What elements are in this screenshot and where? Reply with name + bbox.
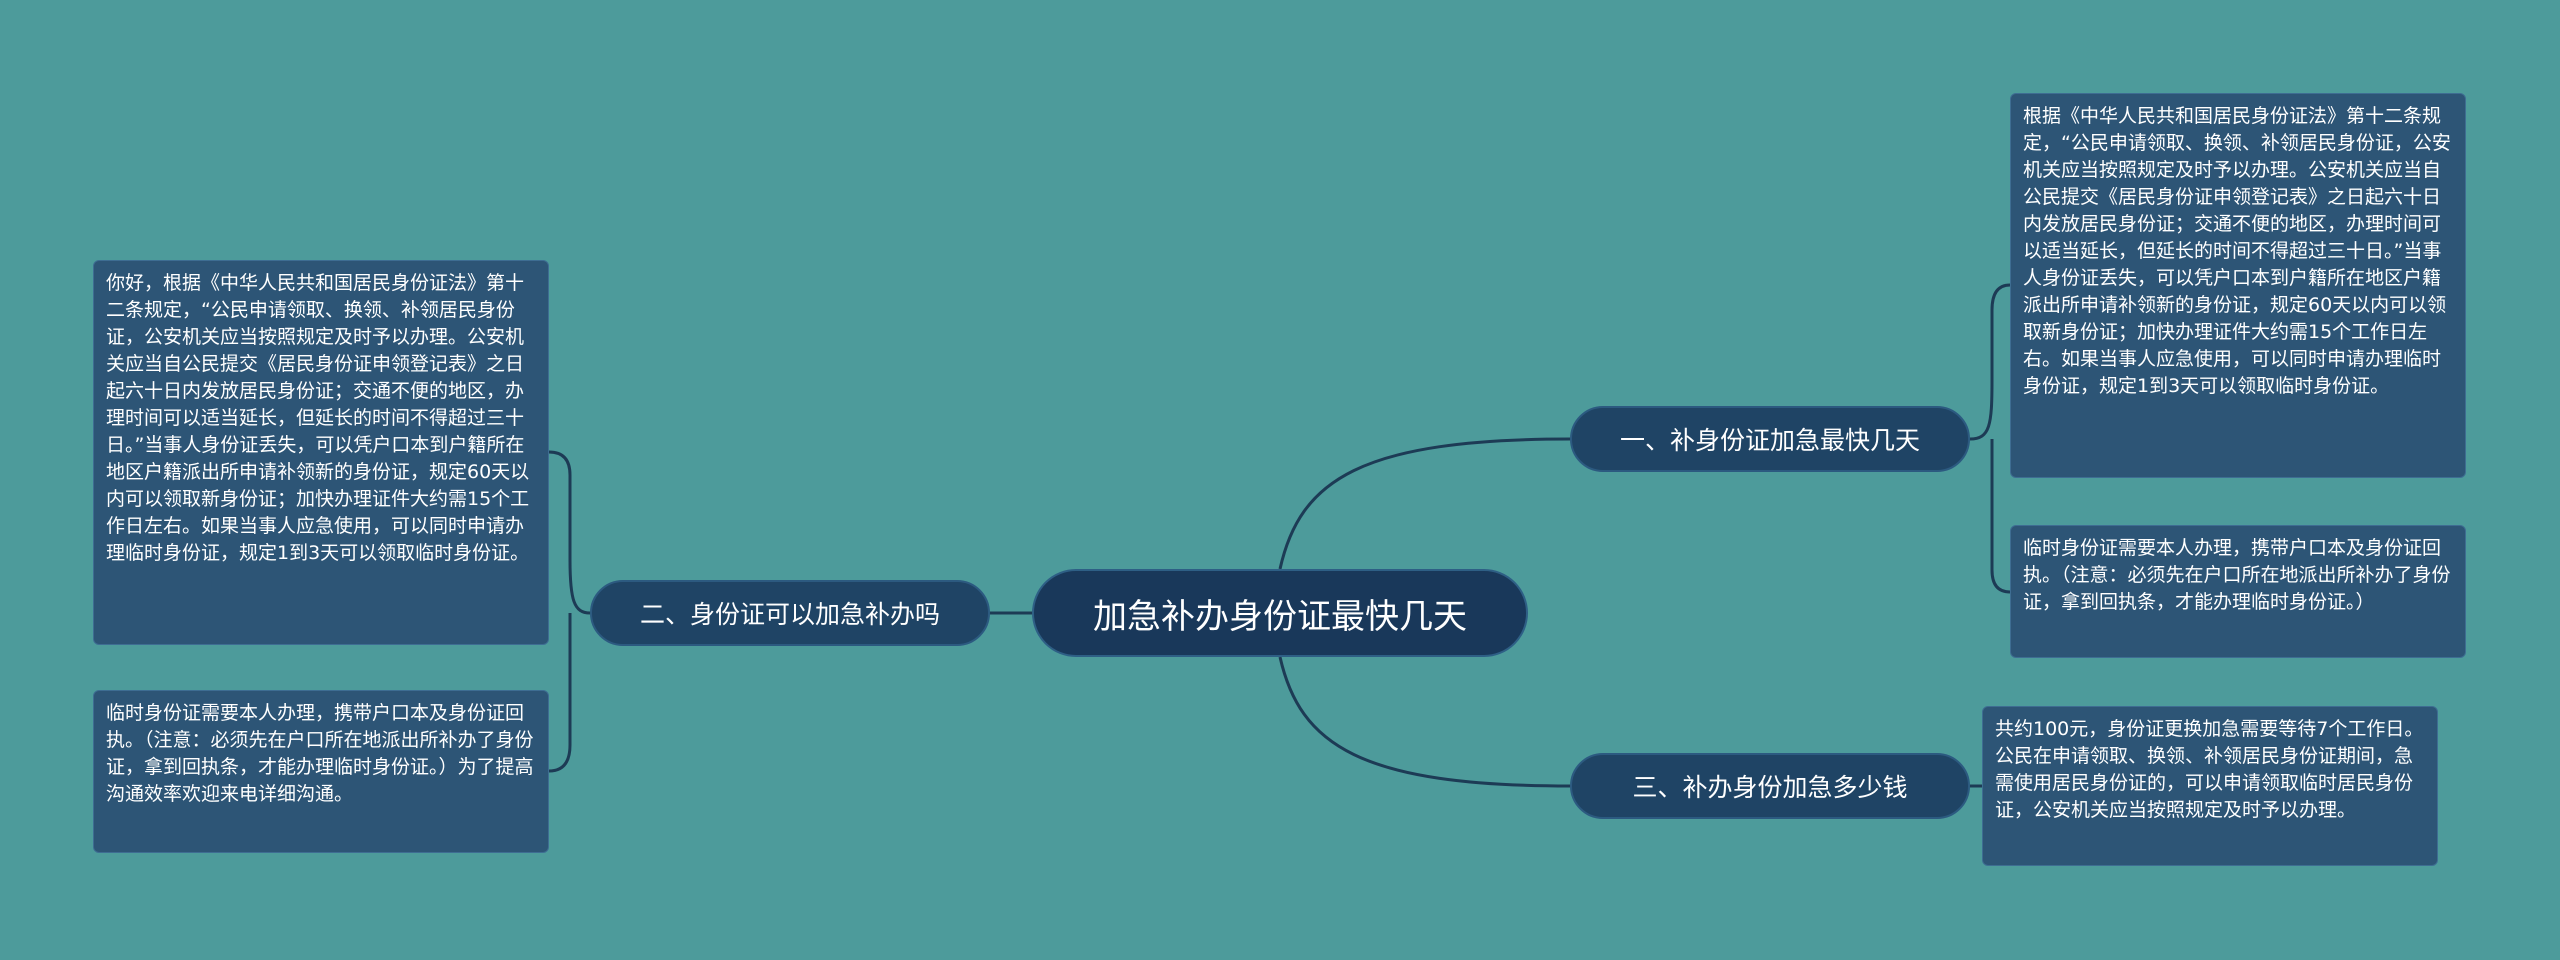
branch-fastest-days[interactable]: 一、补身份证加急最快几天 [1570, 406, 1970, 472]
link-branch2-leaves [548, 450, 591, 773]
link-root-branch3 [1278, 656, 1571, 788]
detail-can-expedite-temporary[interactable]: 临时身份证需要本人办理，携带户口本及身份证回执。（注意：必须先在户口所在地派出所… [93, 690, 549, 853]
detail-expedite-cost[interactable]: 共约100元，身份证更换加急需要等待7个工作日。公民在申请领取、换领、补领居民身… [1982, 706, 2438, 866]
branch-expedite-cost[interactable]: 三、补办身份加急多少钱 [1570, 753, 1970, 819]
link-root-branch1 [1278, 437, 1571, 570]
root-node[interactable]: 加急补办身份证最快几天 [1032, 569, 1528, 657]
detail-fastest-days-temporary[interactable]: 临时身份证需要本人办理，携带户口本及身份证回执。（注意：必须先在户口所在地派出所… [2010, 525, 2466, 658]
link-branch1-leaves [1969, 283, 2011, 594]
branch-can-expedite[interactable]: 二、身份证可以加急补办吗 [590, 580, 990, 646]
detail-can-expedite-law[interactable]: 你好，根据《中华人民共和国居民身份证法》第十二条规定，“公民申请领取、换领、补领… [93, 260, 549, 645]
detail-fastest-days-law[interactable]: 根据《中华人民共和国居民身份证法》第十二条规定，“公民申请领取、换领、补领居民身… [2010, 93, 2466, 478]
